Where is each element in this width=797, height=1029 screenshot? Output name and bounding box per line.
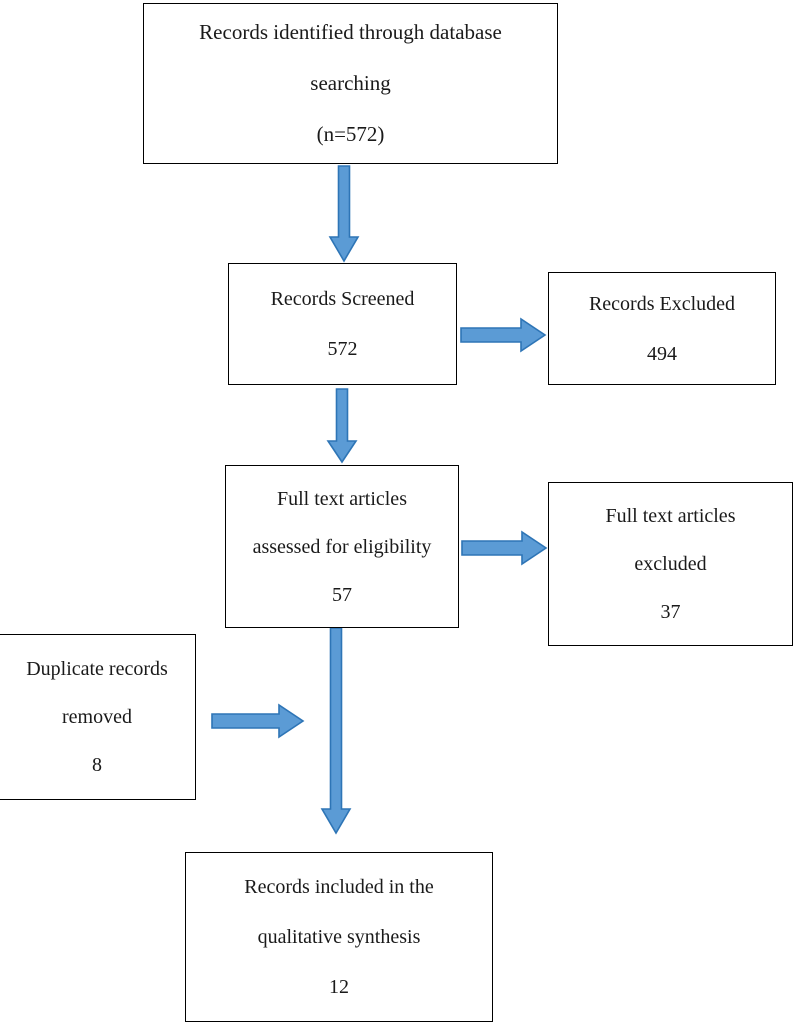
arrow-down-icon-identified-to-screened	[328, 165, 360, 263]
box-records-included-line-2: qualitative synthesis	[257, 926, 421, 948]
box-duplicate-records-removed-line-1: Duplicate records	[26, 658, 168, 680]
box-full-text-assessed-count: 57	[332, 583, 352, 606]
arrow-right-icon-screened-to-excluded	[460, 316, 547, 354]
box-records-identified: Records identified through database sear…	[143, 3, 558, 164]
box-records-screened: Records Screened 572	[228, 263, 457, 385]
box-full-text-excluded: Full text articles excluded 37	[548, 482, 793, 646]
box-records-included-count: 12	[329, 976, 349, 998]
arrow-right-icon-duplicates-removed	[211, 702, 305, 740]
box-full-text-assessed-line-1: Full text articles	[277, 487, 407, 510]
box-full-text-excluded-line-1: Full text articles	[605, 505, 736, 527]
box-records-excluded-count: 494	[647, 342, 677, 365]
box-duplicate-records-removed-line-2: removed	[62, 706, 132, 728]
box-records-excluded-label: Records Excluded	[588, 292, 736, 315]
box-records-excluded: Records Excluded 494	[548, 272, 776, 385]
box-records-screened-count: 572	[327, 338, 358, 360]
arrow-down-icon-fulltext-to-included	[320, 627, 352, 835]
box-records-identified-count: (n=572)	[316, 122, 385, 147]
box-records-identified-line-2: searching	[310, 70, 391, 95]
box-records-screened-label: Records Screened	[270, 288, 415, 310]
box-records-identified-line-1: Records identified through database	[199, 19, 502, 44]
box-full-text-excluded-count: 37	[660, 601, 681, 623]
box-full-text-assessed-line-2: assessed for eligibility	[252, 535, 432, 558]
arrow-right-icon-fulltext-to-excluded	[461, 529, 548, 567]
box-duplicate-records-removed-count: 8	[92, 754, 102, 776]
arrow-down-icon-screened-to-fulltext	[326, 388, 358, 464]
box-full-text-excluded-line-2: excluded	[634, 553, 707, 575]
box-full-text-assessed: Full text articles assessed for eligibil…	[225, 465, 459, 628]
box-duplicate-records-removed: Duplicate records removed 8	[0, 634, 196, 800]
box-records-included-line-1: Records included in the	[244, 876, 434, 898]
box-records-included: Records included in the qualitative synt…	[185, 852, 493, 1022]
